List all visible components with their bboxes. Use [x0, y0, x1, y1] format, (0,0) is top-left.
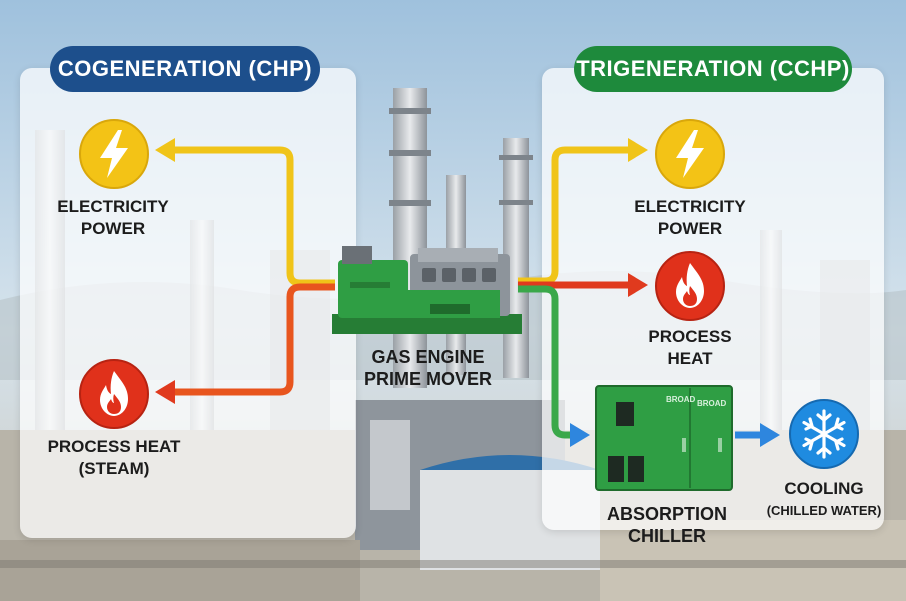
absorption-chiller-illustration: BROAD BROAD	[595, 385, 733, 491]
chiller-brand-left: BROAD	[666, 395, 696, 404]
left-electricity-label: ELECTRICITY POWER	[57, 197, 169, 238]
cogeneration-panel	[20, 68, 356, 538]
chiller-brand-right: BROAD	[697, 399, 727, 408]
flame-icon	[655, 251, 725, 321]
right-heat-label: PROCESS HEAT	[648, 327, 732, 368]
snowflake-icon	[789, 399, 859, 469]
flow-arrow-right-heat	[518, 273, 648, 297]
cogeneration-title: COGENERATION (CHP)	[50, 46, 320, 92]
flow-arrow-right-electricity	[518, 138, 648, 285]
chiller-label: ABSORPTION CHILLER	[606, 504, 727, 546]
flow-arrow-cooling	[735, 423, 780, 447]
right-electricity-label: ELECTRICITY POWER	[634, 197, 746, 238]
flow-arrow-left-electricity	[155, 138, 335, 287]
flow-arrow-right-chiller	[518, 285, 590, 447]
lightning-bolt-icon	[79, 119, 149, 189]
engine-label: GAS ENGINE PRIME MOVER	[363, 347, 492, 389]
left-heat-label: PROCESS HEAT (STEAM)	[47, 437, 181, 478]
lightning-bolt-icon	[655, 119, 725, 189]
gas-engine-illustration	[332, 246, 522, 334]
flame-icon	[79, 359, 149, 429]
cooling-label: COOLING (CHILLED WATER)	[766, 479, 882, 518]
flow-arrow-left-heat	[155, 283, 335, 404]
trigeneration-title: TRIGENERATION (CCHP)	[574, 46, 852, 92]
